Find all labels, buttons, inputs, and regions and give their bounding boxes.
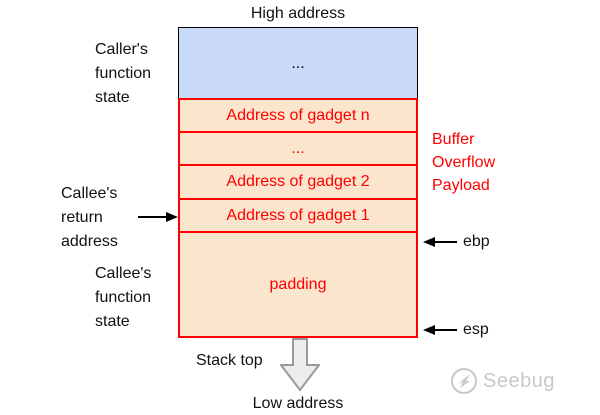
callee-return-address-label: Callee's return address (61, 185, 118, 250)
ebp-arrow-icon (423, 237, 457, 247)
seebug-logo-icon (451, 368, 477, 394)
stack-top-label: Stack top (196, 352, 263, 369)
stack-direction-arrow-icon (280, 338, 320, 392)
ebp-label: ebp (463, 233, 490, 250)
esp-arrow-icon (423, 325, 457, 335)
seebug-watermark: Seebug (450, 367, 555, 395)
gadget-1-box: Address of gadget 1 (178, 198, 418, 233)
padding-box: padding (178, 231, 418, 338)
caller-state-box: ... (178, 27, 418, 100)
seebug-logo-text: Seebug (483, 369, 555, 392)
caller-function-state-label: Caller's function state (95, 41, 152, 106)
gadget-ellipsis-box: ... (178, 131, 418, 166)
high-address-label: High address (250, 5, 346, 22)
gadget-2-box: Address of gadget 2 (178, 164, 418, 200)
buffer-overflow-payload-label: Buffer Overflow Payload (432, 131, 496, 194)
low-address-label: Low address (252, 395, 344, 412)
esp-label: esp (463, 321, 489, 338)
callee-function-state-label: Callee's function state (95, 265, 152, 330)
gadget-n-box: Address of gadget n (178, 98, 418, 133)
return-address-arrow-icon (138, 212, 178, 222)
